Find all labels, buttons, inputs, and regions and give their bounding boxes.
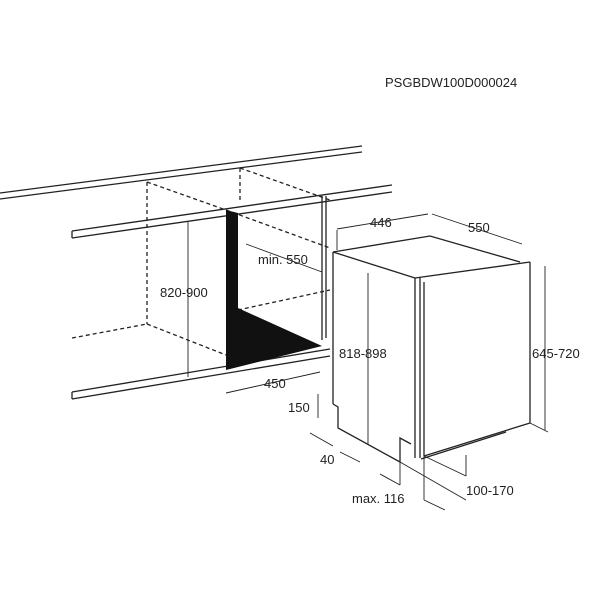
niche-shadow bbox=[226, 210, 322, 370]
dimension-lines bbox=[187, 213, 549, 511]
dim-appliance-height: 818-898 bbox=[339, 346, 387, 361]
dim-plinth-setback: 40 bbox=[320, 452, 334, 467]
dim-appliance-width: 446 bbox=[370, 215, 392, 230]
dim-niche-depth: min. 550 bbox=[258, 252, 308, 267]
dim-plinth-height: 150 bbox=[288, 400, 310, 415]
drawing-code: PSGBDW100D000024 bbox=[385, 75, 517, 90]
dim-max-offset: max. 116 bbox=[352, 491, 405, 506]
dim-appliance-depth: 550 bbox=[468, 220, 490, 235]
dim-niche-width: 450 bbox=[264, 376, 286, 391]
dim-niche-height: 820-900 bbox=[160, 285, 208, 300]
dishwasher-appliance bbox=[332, 235, 531, 464]
cabinet-plinth bbox=[71, 348, 331, 400]
niche-dashed-outline bbox=[71, 167, 331, 356]
cabinet-countertop bbox=[0, 145, 393, 239]
side-panel bbox=[321, 196, 327, 340]
dim-door-height: 645-720 bbox=[532, 346, 580, 361]
dim-plinth-range: 100-170 bbox=[466, 483, 514, 498]
